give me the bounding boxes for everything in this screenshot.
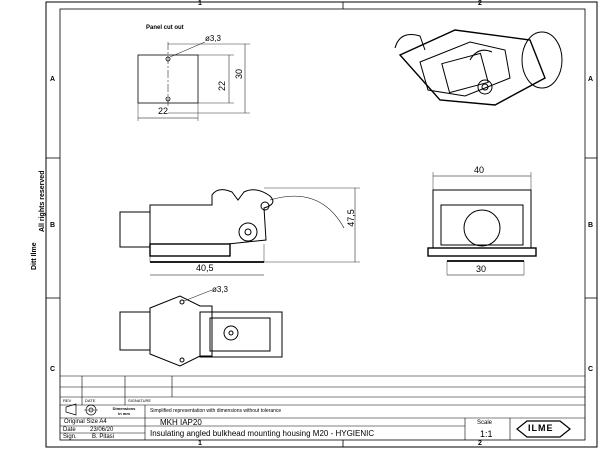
ilme-logo (516, 420, 571, 438)
zone-row-b-left: B (50, 222, 56, 229)
sign-key: Sign. (63, 434, 77, 440)
rev-label: REV (63, 398, 72, 403)
side-view-length: 40,5 (196, 263, 214, 273)
projection-symbol-icon (65, 403, 98, 416)
side-text-line1: Ditt Ilme (31, 242, 38, 270)
panel-cutout-view (137, 41, 250, 121)
date-label: DATE (85, 398, 96, 403)
zone-col-2-top: 2 (478, 0, 482, 7)
top-view-hole-diameter: ø3,3 (212, 285, 229, 294)
sign-value: B. Pitasi (92, 434, 115, 440)
front-view-top-width: 40 (474, 165, 485, 175)
zone-row-c-left: C (50, 366, 56, 373)
title-block (60, 375, 585, 440)
side-text-line2: All rights reserved (39, 171, 46, 232)
zone-row-a-right: A (588, 76, 594, 83)
tolerance-note: Simplified representation with dimension… (150, 408, 282, 414)
part-description: Insulating angled bulkhead mounting hous… (150, 429, 375, 438)
outer-frame (45, 1, 598, 448)
top-view (119, 289, 283, 367)
zone-col-1-bottom: 1 (198, 440, 202, 447)
dimensions-note: Dimensions in mm (104, 406, 144, 416)
zone-col-1-top: 1 (198, 0, 202, 7)
isometric-view (394, 29, 563, 106)
panel-hole-diameter: ø3,3 (205, 34, 222, 43)
panel-height-outer: 30 (234, 69, 244, 80)
front-view (427, 172, 537, 276)
inner-frame (59, 8, 586, 441)
front-view-bottom-width: 30 (476, 264, 487, 274)
panel-width: 22 (158, 106, 169, 116)
panel-height-inner: 22 (217, 81, 227, 92)
ilme-logo-text: ILME (528, 423, 554, 433)
dims-line2: in mm (118, 411, 130, 416)
side-copyright: Ditt Ilme All rights reserved (26, 152, 46, 272)
date-value: 23/06/20 (90, 427, 114, 433)
original-size: Original Size A4 (64, 419, 107, 425)
side-view-height: 47,5 (346, 209, 356, 227)
panel-cutout-title: Panel cut out (146, 25, 184, 31)
date-key: Date (63, 427, 76, 433)
zone-row-c-right: C (588, 366, 594, 373)
zone-row-a-left: A (50, 76, 56, 83)
scale-label: Scale (477, 420, 493, 426)
scale-value: 1:1 (480, 429, 493, 439)
dims-line1: Dimensions (112, 406, 136, 411)
zone-row-b-right: B (588, 222, 594, 229)
side-view (119, 187, 360, 276)
zone-col-2-bottom: 2 (478, 440, 482, 447)
part-code: MKH IAP20 (160, 418, 202, 427)
signature-label: SIGNATURE (128, 398, 152, 403)
